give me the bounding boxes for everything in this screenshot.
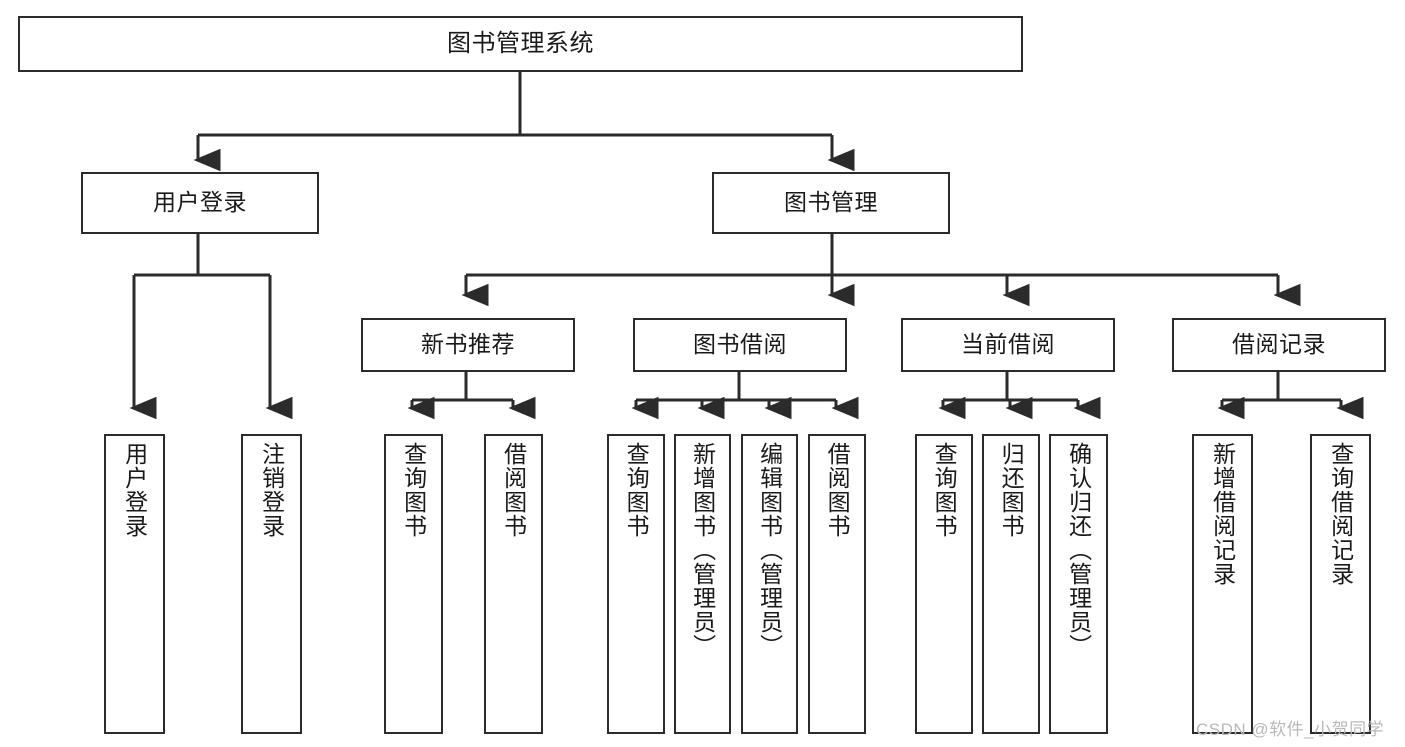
- leaf-add-borrow-record[interactable]: 新增借阅记录: [1192, 434, 1253, 734]
- node-label: 编辑图书（管理员）: [756, 442, 783, 658]
- leaf-query-borrow-record[interactable]: 查询借阅记录: [1310, 434, 1371, 734]
- node-label: 图书管理: [784, 189, 878, 216]
- leaf-query-book-current[interactable]: 查询图书: [915, 434, 973, 734]
- leaf-confirm-return-admin[interactable]: 确认归还（管理员）: [1049, 434, 1108, 734]
- leaf-user-login[interactable]: 用户登录: [104, 434, 165, 734]
- leaf-add-book-admin[interactable]: 新增图书（管理员）: [674, 434, 731, 734]
- node-label: 新增图书（管理员）: [689, 442, 716, 658]
- node-label: 借阅记录: [1232, 331, 1326, 358]
- node-user-login[interactable]: 用户登录: [81, 172, 319, 234]
- leaf-borrow-book[interactable]: 借阅图书: [808, 434, 866, 734]
- leaf-query-book-borrow[interactable]: 查询图书: [607, 434, 665, 734]
- node-label: 新增借阅记录: [1209, 442, 1236, 586]
- node-book-borrow[interactable]: 图书借阅: [633, 318, 847, 372]
- node-borrow-records[interactable]: 借阅记录: [1172, 318, 1386, 372]
- node-book-management[interactable]: 图书管理: [712, 172, 950, 234]
- node-label: 用户登录: [153, 189, 247, 216]
- node-label: 查询借阅记录: [1327, 442, 1354, 586]
- node-label: 当前借阅: [961, 331, 1055, 358]
- node-label: 查询图书: [623, 442, 650, 538]
- node-label: 图书借阅: [693, 331, 787, 358]
- leaf-edit-book-admin[interactable]: 编辑图书（管理员）: [741, 434, 798, 734]
- node-root-system[interactable]: 图书管理系统: [18, 16, 1023, 72]
- node-label: 图书管理系统: [447, 29, 594, 57]
- node-label: 新书推荐: [421, 331, 515, 358]
- node-label: 查询图书: [931, 442, 958, 538]
- node-new-book-recommend[interactable]: 新书推荐: [361, 318, 575, 372]
- node-current-borrow[interactable]: 当前借阅: [901, 318, 1115, 372]
- leaf-logout[interactable]: 注销登录: [241, 434, 302, 734]
- leaf-query-book-recommend[interactable]: 查询图书: [384, 434, 443, 734]
- leaf-borrow-book-recommend[interactable]: 借阅图书: [484, 434, 543, 734]
- node-label: 用户登录: [121, 442, 148, 538]
- node-label: 归还图书: [998, 442, 1025, 538]
- node-label: 查询图书: [400, 442, 427, 538]
- csdn-watermark: CSDN @软件_小贺同学: [1196, 720, 1385, 739]
- node-label: 借阅图书: [500, 442, 527, 538]
- node-label: 借阅图书: [824, 442, 851, 538]
- leaf-return-book[interactable]: 归还图书: [982, 434, 1040, 734]
- node-label: 确认归还（管理员）: [1065, 442, 1092, 658]
- node-label: 注销登录: [258, 442, 285, 538]
